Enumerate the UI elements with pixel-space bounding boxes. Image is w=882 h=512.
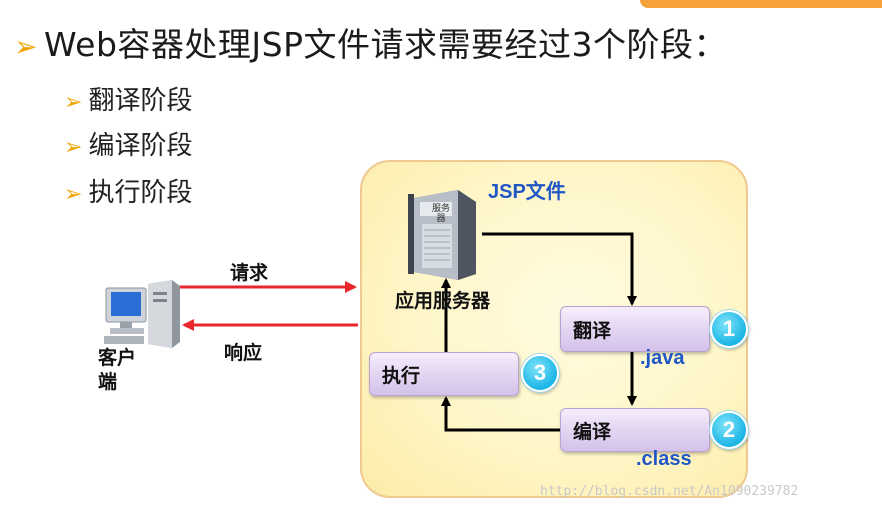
bullet-arrow-icon: ➢ bbox=[14, 30, 38, 63]
class-file-label: .class bbox=[636, 448, 692, 470]
compile-stage-box: 编译 bbox=[560, 408, 710, 452]
page-title: ➢Web容器处理JSP文件请求需要经过3个阶段： bbox=[14, 18, 727, 66]
bullet-arrow-icon: ➢ bbox=[64, 135, 83, 160]
bullet-arrow-icon: ➢ bbox=[64, 90, 83, 115]
client-label: 客户端 bbox=[98, 347, 137, 393]
request-label: 请求 bbox=[230, 262, 269, 284]
stage-list-item: ➢执行阶段 bbox=[64, 172, 192, 209]
response-label: 响应 bbox=[224, 342, 263, 364]
server-icon-text: 服务器 bbox=[431, 204, 450, 224]
server-to-translate-arrow bbox=[482, 232, 637, 306]
execute-stage-box: 执行 bbox=[369, 352, 519, 396]
jsp-file-label: JSP文件 bbox=[488, 181, 566, 203]
step-3-number: 3 bbox=[533, 360, 547, 385]
compile-stage-label: 编译 bbox=[573, 420, 612, 443]
stage-list-item: ➢编译阶段 bbox=[64, 125, 192, 162]
client-computer-icon bbox=[102, 280, 182, 350]
stage-list-text: 编译阶段 bbox=[88, 131, 193, 161]
execute-stage-label: 执行 bbox=[382, 364, 421, 387]
step-3-badge: 3 bbox=[521, 354, 559, 392]
translate-stage-label: 翻译 bbox=[573, 319, 612, 342]
translate-stage-box: 翻译 bbox=[560, 306, 710, 352]
corner-decoration bbox=[640, 0, 882, 8]
server-icon: 服务器 bbox=[400, 188, 484, 282]
title-text: Web容器处理JSP文件请求需要经过3个阶段： bbox=[43, 25, 727, 64]
java-file-label: .java bbox=[640, 347, 685, 369]
stage-list-text: 翻译阶段 bbox=[88, 86, 193, 116]
bullet-arrow-icon: ➢ bbox=[64, 182, 83, 207]
step-2-number: 2 bbox=[722, 417, 736, 442]
watermark-text: http://blog.csdn.net/An1090239782 bbox=[540, 484, 799, 499]
step-1-badge: 1 bbox=[710, 310, 748, 348]
step-1-number: 1 bbox=[722, 316, 736, 341]
server-label: 应用服务器 bbox=[395, 290, 491, 312]
stage-list-text: 执行阶段 bbox=[88, 178, 193, 208]
compile-to-execute-arrow bbox=[441, 396, 560, 432]
step-2-badge: 2 bbox=[710, 411, 748, 449]
stage-list-item: ➢翻译阶段 bbox=[64, 80, 192, 117]
